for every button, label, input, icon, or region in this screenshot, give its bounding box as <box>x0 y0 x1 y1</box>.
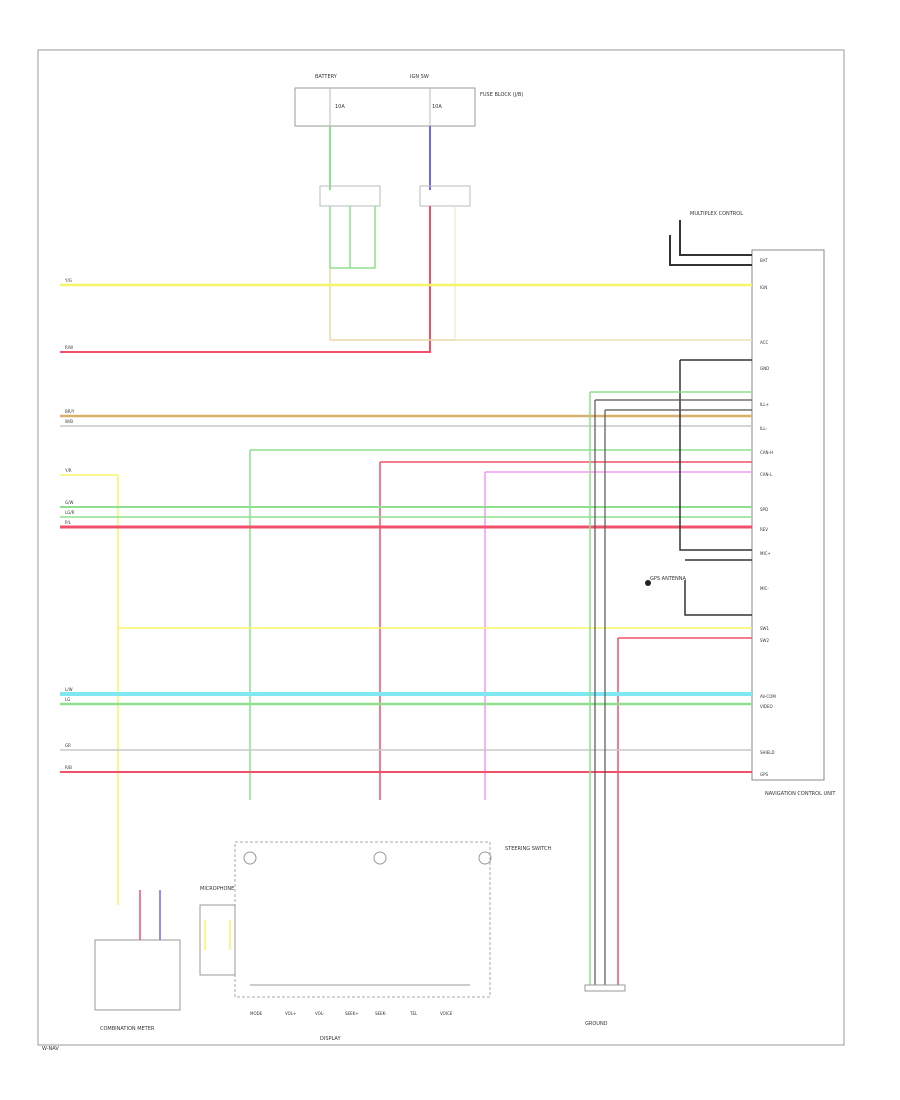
wire-code-11: R/B <box>65 765 72 770</box>
switch-label-6: VOICE <box>440 1011 453 1016</box>
pin-12: SW1 <box>760 626 769 631</box>
pin-14: AV-COM <box>760 694 776 699</box>
wire-code-1: R/W <box>65 345 73 350</box>
pin-16: SHIELD <box>760 750 775 755</box>
wire-code-10: GR <box>65 743 71 748</box>
wire-green-loop <box>329 206 376 269</box>
mic-caption: MICROPHONE <box>200 886 234 892</box>
wire-code-6: LG/R <box>65 510 75 515</box>
fuse-right-value: 10A <box>432 104 442 110</box>
steering-caption: STEERING SWITCH <box>505 846 552 852</box>
fuse-left-label: BATTERY <box>315 74 338 80</box>
diagram-frame <box>37 49 845 1046</box>
display-caption: DISPLAY <box>320 1036 341 1042</box>
pin-6: CAN-H <box>760 450 773 455</box>
wire-code-2: BR/Y <box>65 409 75 414</box>
ground-caption: GROUND <box>585 1021 608 1027</box>
wire-red-1 <box>60 345 431 353</box>
switch-label-2: VOL- <box>315 1011 325 1016</box>
pin-7: CAN-L <box>760 472 773 477</box>
pin-4: ILL+ <box>760 402 769 407</box>
pin-3: GND <box>760 366 769 371</box>
antenna-caption: GPS ANTENNA <box>650 576 687 582</box>
connector-top-right: MULTIPLEX CONTROL <box>690 211 743 217</box>
wire-code-8: L/W <box>65 687 73 692</box>
pin-labels: BAT IGN ACC GND ILL+ ILL- CAN-H CAN-L SP… <box>760 258 776 777</box>
wire-code-4: Y/R <box>64 468 72 473</box>
module-caption: NAVIGATION CONTROL UNIT <box>765 791 836 797</box>
pin-11: MIC- <box>760 586 769 591</box>
microphone <box>199 904 236 976</box>
pin-1: IGN <box>760 285 767 290</box>
switch-label-0: MODE <box>250 1011 263 1016</box>
pin-9: REV <box>760 527 768 532</box>
wire-black-harness <box>679 359 752 616</box>
wire-code-3: W/B <box>65 419 73 424</box>
page-footer: W-NAV <box>42 1046 59 1052</box>
switch-label-1: VOL+ <box>285 1011 296 1016</box>
pin-0: BAT <box>760 258 768 263</box>
nav-control-unit <box>751 249 825 781</box>
pin-8: SPD <box>760 507 768 512</box>
pin-15: VIDEO <box>760 704 773 709</box>
switch-label-4: SEEK- <box>375 1011 387 1016</box>
switch-label-3: SEEK+ <box>345 1011 359 1016</box>
fuse-box-caption: FUSE BLOCK (J/B) <box>480 92 523 98</box>
fuse-right-label: IGN SW <box>410 74 429 80</box>
connector-unit-caption: COMBINATION METER <box>100 1026 155 1032</box>
fuse-block: BATTERY IGN SW FUSE BLOCK (J/B) 10A 10A <box>294 74 523 127</box>
wire-code-7: P/L <box>65 520 72 525</box>
wire-code-9: LG <box>65 697 70 702</box>
fuse-left-value: 10A <box>335 104 345 110</box>
wire-code-0: Y/G <box>64 278 72 283</box>
wire-codes: Y/G R/W BR/Y W/B Y/R G/W LG/R P/L L/W LG… <box>64 278 75 770</box>
pin-17: GPS <box>760 772 769 777</box>
wire-code-5: G/W <box>65 500 73 505</box>
pin-5: ILL- <box>760 426 768 431</box>
display-unit <box>234 841 491 998</box>
pin-2: ACC <box>760 340 768 345</box>
pin-13: SW2 <box>760 638 769 643</box>
pin-10: MIC+ <box>760 551 771 556</box>
switch-label-5: TEL <box>409 1011 418 1016</box>
steering-switches: MODE VOL+ VOL- SEEK+ SEEK- TEL VOICE <box>250 984 470 1016</box>
combination-meter <box>94 939 181 1011</box>
